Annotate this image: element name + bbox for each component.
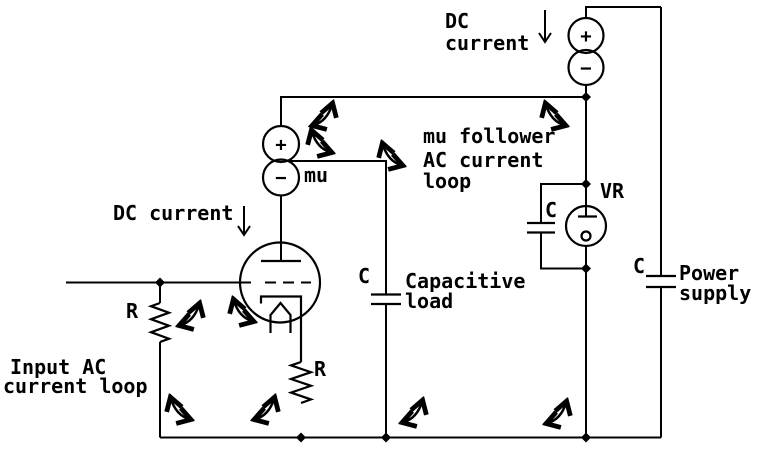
label-vr-cap: C [545,198,557,222]
loop-arrow [546,105,564,125]
label-vr: VR [600,179,625,203]
label-input-loop-line1: Input AC [10,355,106,379]
junction-dots [155,92,591,443]
label-dc-current-top-line1: DC [445,9,469,33]
label-power-supply-line1: Power [679,261,739,285]
junction-dot [296,432,306,443]
label-mu-follower-line1: mu follower [423,124,555,148]
loop-arrow [548,403,566,423]
wire-top-left-loop [280,96,586,126]
input-resistor [147,301,173,344]
loop-arrow [256,399,274,419]
label-input-loop-line2: current loop [3,374,148,398]
junction-dot [381,432,391,443]
label-mu-follower-line3: loop [423,169,471,193]
label-ps-cap: C [633,254,645,278]
label-load-cap: C [358,264,370,288]
label-input-resistor: R [126,299,139,323]
down-arrow-head [237,225,251,237]
junction-dot [581,92,591,102]
label-dc-current-left: DC current [113,201,233,225]
dc-current-arrow-top [538,10,552,44]
label-mu: mu [304,163,328,187]
junction-dot [155,277,165,288]
dc-source-minus-sign: − [580,58,591,80]
wire-vr-cap-branch-bottom [540,232,586,270]
down-arrow-head [538,32,552,44]
loop-arrow [234,301,252,321]
triode-tube [238,195,322,362]
loop-arrow [181,305,199,325]
loop-arrow [404,402,422,422]
cathode-resistor [287,360,315,405]
label-capacitive-load-line2: load [405,289,453,313]
vr-capacitor [527,221,555,234]
label-dc-current-top-line2: current [445,31,529,55]
tube-heater [269,301,292,333]
label-mu-follower-line2: AC current [423,148,543,172]
junction-dot [581,179,591,189]
mu-source-plus-sign: + [275,134,286,156]
loop-arrow [314,105,332,125]
wire-vr-cap-branch-top [540,183,586,223]
loop-arrow [312,132,330,152]
wire-mu-output-branch [288,160,387,295]
ps-capacitor [646,274,676,289]
wire-dc-source-stem-top [585,6,661,18]
dc-current-source: + − [567,16,605,87]
label-power-supply-line2: supply [679,281,751,305]
mu-source-minus-sign: − [275,167,286,189]
tube-cathode [259,295,303,362]
dc-source-bottom-circle [567,48,605,87]
wires [66,6,662,439]
label-cathode-resistor: R [314,357,327,381]
loop-arrow [383,145,401,165]
mu-source-bottom-circle [261,158,301,197]
dc-current-arrow-left [237,206,251,237]
label-capacitive-load-line1: Capacitive [405,269,525,293]
junction-dot [581,263,591,274]
ac-loop-arrows [171,105,566,423]
load-capacitor [371,293,401,306]
loop-arrow [171,399,189,419]
vr-tube [564,204,608,248]
dc-source-plus-sign: + [580,26,591,48]
vr-cathode-circle [580,230,592,242]
dc-source-top-circle [567,16,605,55]
junction-dot [581,432,591,443]
mu-source-top-circle [261,124,301,164]
mu-current-source: + − [261,124,301,197]
